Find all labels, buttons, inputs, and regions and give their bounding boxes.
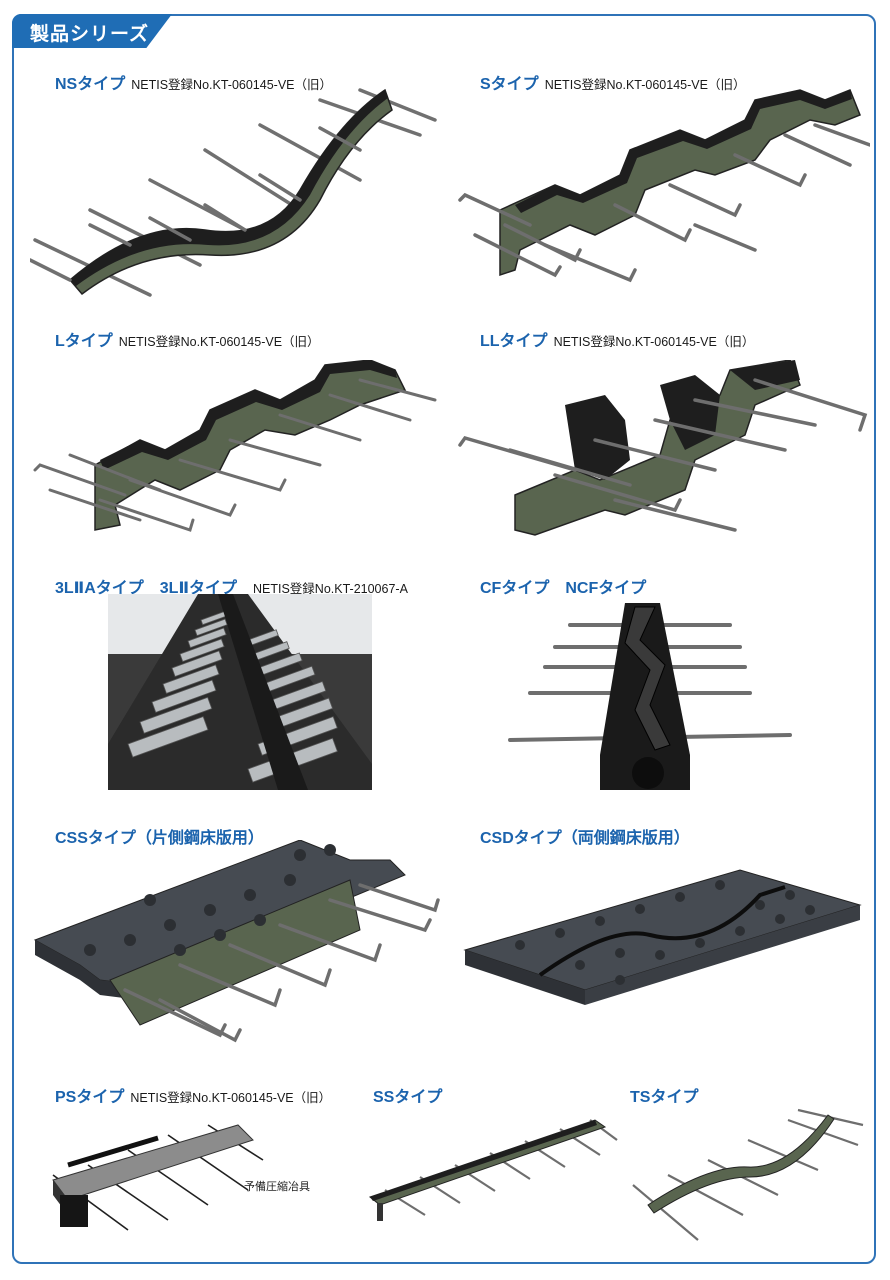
product-name: 3LⅡAタイプ 3LⅡタイプ <box>55 580 237 597</box>
product-label-ps: PSタイプ NETIS登録No.KT-060145-VE（旧） <box>55 1083 331 1107</box>
ss-joint-image <box>368 1119 618 1221</box>
product-label-csd: CSDタイプ（両側鋼床版用） <box>480 824 690 848</box>
product-name: Sタイプ <box>480 76 539 93</box>
product-name: PSタイプ <box>55 1089 125 1106</box>
netis-number: NETIS登録No.KT-060145-VE（旧） <box>553 335 755 349</box>
product-label-cf: CFタイプ NCFタイプ <box>480 574 646 598</box>
3l-joint-photo <box>108 594 372 790</box>
ns-joint-image <box>30 88 437 297</box>
ts-joint-image <box>632 1108 864 1241</box>
product-name: TSタイプ <box>630 1089 699 1106</box>
netis-number: NETIS登録No.KT-060145-VE（旧） <box>118 335 320 349</box>
product-label-css: CSSタイプ（片側鋼床版用） <box>55 824 264 848</box>
product-name: CSSタイプ（片側鋼床版用） <box>55 830 264 847</box>
netis-number: NETIS登録No.KT-210067-A <box>252 582 408 596</box>
product-label-ll: LLタイプ NETIS登録No.KT-060145-VE（旧） <box>480 327 754 351</box>
product-label-l: Lタイプ NETIS登録No.KT-060145-VE（旧） <box>55 327 320 351</box>
css-joint-image <box>33 840 440 1043</box>
s-joint-image <box>458 89 870 283</box>
product-name: Lタイプ <box>55 333 113 350</box>
cf-joint-image <box>508 603 792 790</box>
ps-jig-note: 予備圧縮冶具 <box>244 1181 310 1193</box>
product-name: NSタイプ <box>55 76 126 93</box>
section-tab: 製品シリーズ <box>12 14 172 48</box>
product-name: CSDタイプ（両側鋼床版用） <box>480 830 690 847</box>
product-label-3l: 3LⅡAタイプ 3LⅡタイプ NETIS登録No.KT-210067-A <box>55 574 408 598</box>
product-name: SSタイプ <box>373 1089 443 1106</box>
product-name: LLタイプ <box>480 333 548 350</box>
product-label-ts: TSタイプ <box>630 1083 698 1107</box>
product-name: CFタイプ NCFタイプ <box>480 580 647 597</box>
product-label-ss: SSタイプ <box>373 1083 442 1107</box>
ll-joint-image <box>458 360 868 536</box>
csd-joint-image <box>463 869 862 1005</box>
netis-number: NETIS登録No.KT-060145-VE（旧） <box>544 78 746 92</box>
product-label-s: Sタイプ NETIS登録No.KT-060145-VE（旧） <box>480 70 745 94</box>
netis-number: NETIS登録No.KT-060145-VE（旧） <box>130 1091 332 1105</box>
netis-number: NETIS登録No.KT-060145-VE（旧） <box>131 78 332 92</box>
l-joint-image <box>33 360 437 532</box>
product-label-ns: NSタイプ NETIS登録No.KT-060145-VE（旧） <box>55 70 332 94</box>
section-title: 製品シリーズ <box>30 24 150 45</box>
ps-joint-image <box>52 1124 264 1231</box>
page-frame <box>12 14 876 1264</box>
